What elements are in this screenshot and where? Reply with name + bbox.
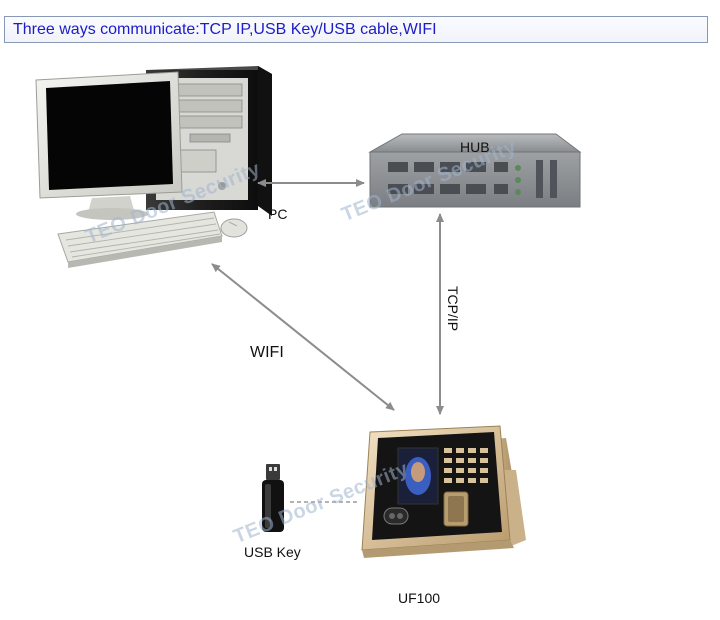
tcp-ip-label: TCP/IP — [445, 286, 461, 331]
title-bar: Three ways communicate:TCP IP,USB Key/US… — [4, 16, 708, 43]
page-title: Three ways communicate:TCP IP,USB Key/US… — [13, 21, 437, 38]
uf100-device-icon — [361, 425, 526, 558]
wifi-label: WIFI — [250, 344, 284, 361]
pc-label: PC — [268, 206, 288, 222]
usb-key-label: USB Key — [244, 544, 301, 560]
hub-label: HUB — [460, 139, 490, 155]
pc-icon — [35, 66, 272, 268]
hub-icon — [368, 133, 582, 208]
usb-key-icon — [262, 464, 284, 532]
uf100-label: UF100 — [398, 590, 441, 606]
arrow-pc-device — [211, 263, 395, 411]
